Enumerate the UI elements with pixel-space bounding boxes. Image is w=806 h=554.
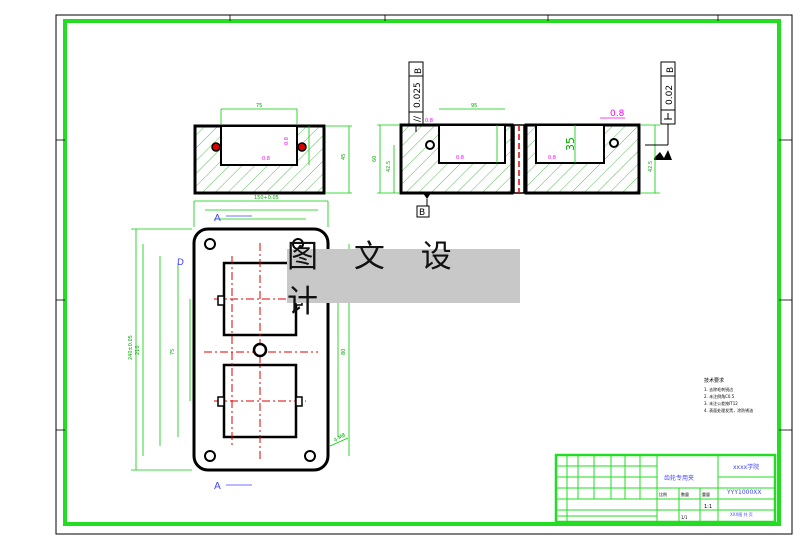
svg-text:0.8: 0.8 xyxy=(262,156,270,162)
title-part-name: 齿轮专用夹 xyxy=(664,474,694,482)
perpendicular-value: 0.02 xyxy=(665,85,675,105)
svg-text:75: 75 xyxy=(256,103,262,109)
svg-text:比例: 比例 xyxy=(659,491,667,497)
svg-text:42.5: 42.5 xyxy=(648,161,654,172)
title-block: xxxx学院 齿轮专用夹 YYY1000XX 比例 数量 重量 1:1 1/1 … xyxy=(554,453,777,524)
svg-text:B: B xyxy=(419,208,425,218)
svg-text://: // xyxy=(413,115,423,122)
title-drawing-no: YYY1000XX xyxy=(726,489,762,496)
svg-text:0.8: 0.8 xyxy=(456,155,464,161)
svg-text:42.5: 42.5 xyxy=(386,161,392,172)
section-label-d: D xyxy=(177,258,184,268)
svg-text:1. 去除毛刺锐边: 1. 去除毛刺锐边 xyxy=(704,386,733,392)
section-label-bottom: A xyxy=(214,481,221,492)
svg-text:240±0.05: 240±0.05 xyxy=(128,335,134,360)
front-view: 75 45 0.8 0.8 xyxy=(193,103,352,195)
svg-text:2. 未注倒角C0.5: 2. 未注倒角C0.5 xyxy=(704,393,735,399)
svg-text:4-M8: 4-M8 xyxy=(333,432,347,443)
svg-text:3. 未注公差按IT12: 3. 未注公差按IT12 xyxy=(704,400,738,406)
title-school: xxxx学院 xyxy=(733,463,759,471)
svg-text:210: 210 xyxy=(135,345,141,355)
watermark-title: 图 文 设 计 xyxy=(287,239,520,320)
datum-b-bottom: B xyxy=(416,193,431,218)
svg-text:技术要求: 技术要求 xyxy=(704,377,724,384)
svg-text:45: 45 xyxy=(341,154,347,160)
roughness-label: 0.8 xyxy=(610,109,625,119)
svg-text:B: B xyxy=(414,68,424,74)
svg-text:1/1: 1/1 xyxy=(681,515,688,520)
parallelism-frame: B 0.025 // xyxy=(408,61,424,132)
svg-text:XXX图 共 页: XXX图 共 页 xyxy=(730,511,753,517)
side-view: 95 60 42.5 42.5 35 0.8 0.8 0.8 0.8 B 0.0… xyxy=(372,61,676,218)
svg-text:150+0.05: 150+0.05 xyxy=(254,195,279,201)
svg-text:重量: 重量 xyxy=(702,491,710,497)
parallelism-value: 0.025 xyxy=(413,82,423,108)
svg-text:75: 75 xyxy=(170,349,176,355)
depth-dimension: 35 xyxy=(564,137,577,151)
section-label-top: A xyxy=(214,213,221,224)
perpendicular-frame: B 0.02 xyxy=(645,61,676,146)
svg-text:数量: 数量 xyxy=(681,491,689,497)
svg-text:60: 60 xyxy=(372,156,378,162)
technical-notes: 技术要求 1. 去除毛刺锐边 2. 未注倒角C0.5 3. 未注公差按IT12 … xyxy=(704,377,753,413)
svg-text:4. 表面处理发黑，涂防锈油: 4. 表面处理发黑，涂防锈油 xyxy=(704,407,753,413)
svg-text:0.8: 0.8 xyxy=(548,155,556,161)
svg-text:95: 95 xyxy=(471,103,477,109)
svg-text:B: B xyxy=(666,67,676,73)
svg-text:0.8: 0.8 xyxy=(425,118,433,124)
svg-text:80: 80 xyxy=(341,349,347,355)
svg-text:1:1: 1:1 xyxy=(704,504,712,510)
svg-text:0.8: 0.8 xyxy=(284,137,290,145)
sheet-border xyxy=(55,14,793,535)
